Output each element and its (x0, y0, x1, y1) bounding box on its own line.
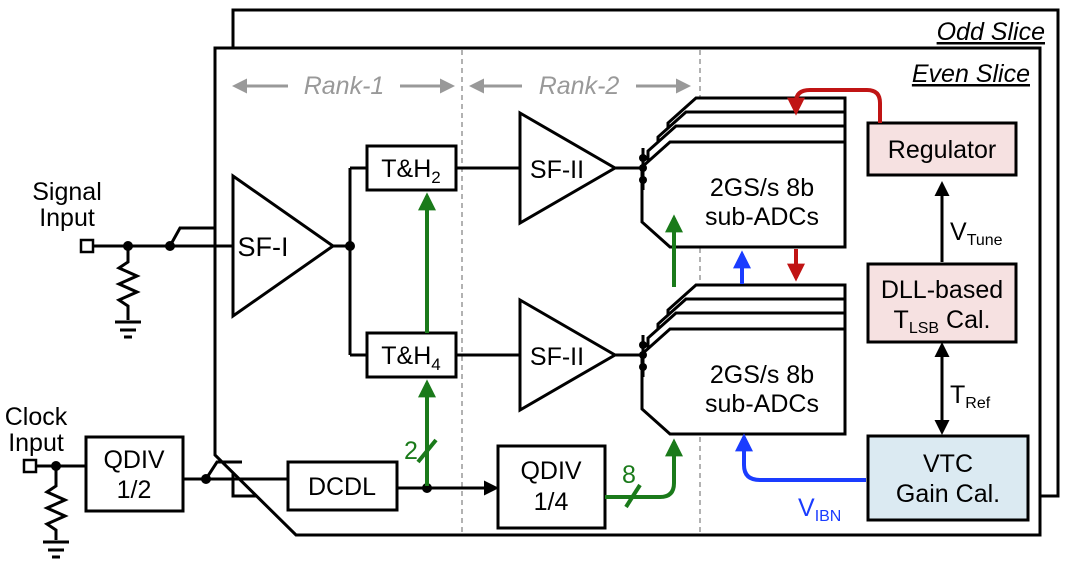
th4-label: T&H4 (381, 342, 440, 374)
even-slice-label: Even Slice (912, 60, 1030, 88)
adc-clock-bus-width: 8 (622, 461, 636, 489)
th-clock-bus-width: 2 (404, 437, 418, 465)
th2-block (365, 144, 458, 192)
vtc-gain-cal-block (866, 434, 1030, 522)
sub-adc-upper-label-2: sub-ADCs (705, 203, 819, 231)
qdiv-quarter-label-2: 1/4 (534, 488, 569, 516)
clock-termination-resistor (43, 466, 69, 540)
sub-adc-lower-node-2 (639, 351, 647, 359)
sub-adc-upper-stack (640, 96, 847, 249)
dcdl-output-node (422, 483, 432, 493)
sub-adc-lower-node-1 (639, 341, 647, 349)
regulator-feedback-arrow (787, 88, 882, 123)
dll-cal-block (866, 262, 1018, 344)
qdiv-half-label-2: 1/2 (117, 476, 152, 504)
tref-label: TRef (950, 381, 991, 412)
vibn-label: VIBN (798, 494, 841, 525)
adc-clock-bus (605, 438, 683, 499)
signal-input-port (79, 238, 95, 254)
clock-input-label-2: Input (8, 429, 64, 457)
sub-adc-upper-node-3 (639, 176, 647, 184)
qdiv-half-jumper (204, 460, 242, 480)
regulator-block (866, 121, 1018, 177)
rank-1-label: Rank-1 (304, 72, 385, 100)
clock-input-port (22, 458, 38, 474)
sf-i-buffer (231, 173, 336, 319)
signal-input-jumper (168, 226, 215, 247)
sf-ii-lower-buffer (518, 297, 618, 413)
sf-i-label: SF-I (238, 232, 289, 262)
sub-adc-upper-node-1 (639, 154, 647, 162)
dll-cal-label-1: DLL-based (881, 276, 1003, 304)
sf-ii-lower-label: SF-II (530, 343, 584, 371)
dcdl-block (286, 460, 399, 512)
th2-label: T&H2 (381, 155, 440, 187)
signal-input-label-1: Signal (32, 178, 102, 206)
vtc-gain-cal-label-2: Gain Cal. (896, 480, 1000, 508)
qdiv-quarter-label-1: QDIV (520, 457, 581, 485)
signal-termination-resistor (115, 246, 141, 320)
adc-clock-bus-slash (624, 483, 642, 509)
sf-ii-upper-buffer (518, 110, 618, 226)
qdiv-half-block (84, 435, 185, 513)
vtc-gain-cal-label-1: VTC (923, 450, 973, 478)
sub-adc-lower-stack (640, 283, 847, 436)
th-clock-bus-slash (416, 438, 438, 464)
signal-ground-icon (115, 320, 141, 339)
sub-adc-lower-label-2: sub-ADCs (705, 390, 819, 418)
regulator-label: Regulator (888, 136, 996, 164)
dll-cal-label-2: TLSB Cal. (894, 306, 991, 337)
dcdl-label: DCDL (308, 473, 376, 501)
signal-input-label-2: Input (39, 204, 95, 232)
sf-ii-upper-label: SF-II (530, 156, 584, 184)
vtune-label: VTune (950, 218, 1003, 249)
clock-input-label-1: Clock (5, 403, 68, 431)
sub-adc-upper-node-2 (639, 164, 647, 172)
vibn-bias-arrow (735, 433, 866, 482)
rank-2-label: Rank-2 (539, 72, 620, 100)
qdiv-half-label-1: QDIV (103, 446, 164, 474)
signal-node-2 (165, 241, 175, 251)
sub-adc-lower-node-3 (639, 363, 647, 371)
clock-ground-icon (43, 540, 69, 559)
qdiv-quarter-block (496, 444, 607, 530)
odd-slice-label: Odd Slice (937, 18, 1045, 46)
sub-adc-lower-label-1: 2GS/s 8b (710, 361, 814, 389)
th-split-wire (348, 166, 367, 357)
sub-adc-upper-label-1: 2GS/s 8b (710, 174, 814, 202)
